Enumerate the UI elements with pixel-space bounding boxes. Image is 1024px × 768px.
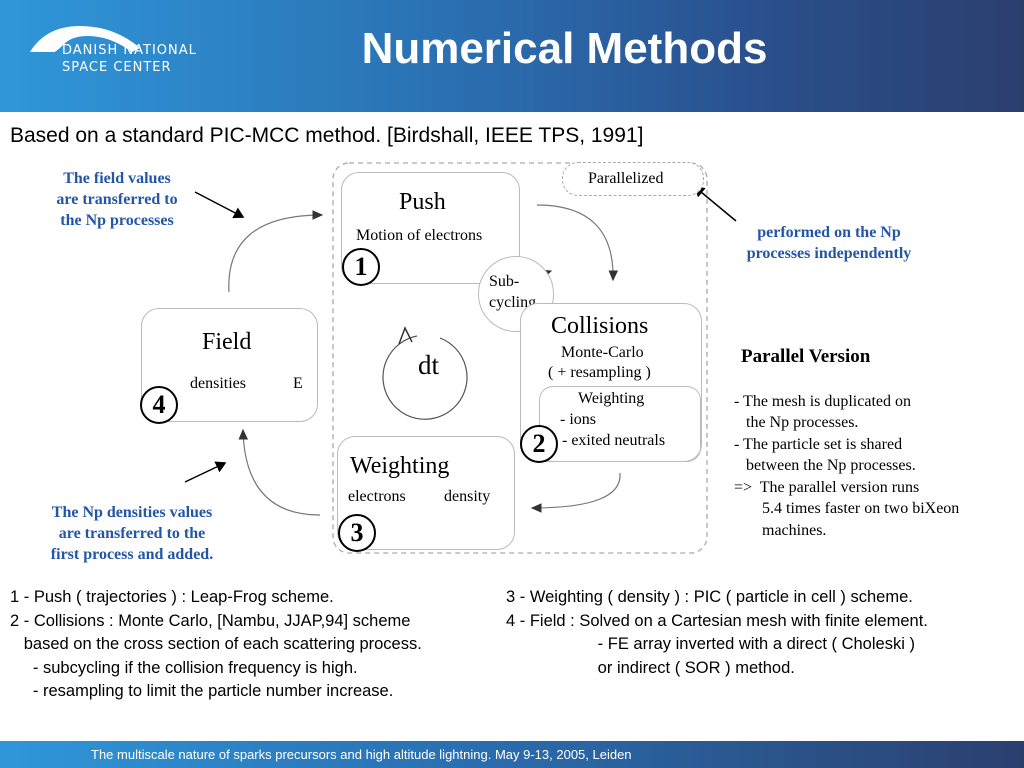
parallel-heading: Parallel Version [741, 346, 871, 367]
arrow-note-top-left [194, 191, 245, 219]
step-number-4: 4 [140, 386, 178, 424]
notes-right: 3 - Weighting ( density ) : PIC ( partic… [506, 588, 928, 677]
dt-label: dt [418, 350, 440, 380]
field-title: Field [202, 329, 252, 355]
parallel-region [332, 162, 708, 554]
dt-loop [382, 335, 468, 420]
step-number-1: 1 [342, 248, 380, 286]
parallel-version-panel: Parallel Version - The mesh is duplicate… [734, 345, 1019, 541]
note-top-right: performed on the Np processes independen… [746, 224, 912, 262]
arrow-push-to-collisions [536, 204, 619, 282]
note-top-left: The field values are transferred to the … [56, 170, 178, 229]
subtitle: Based on a standard PIC-MCC method. [Bir… [10, 124, 644, 147]
step-number-3: 3 [338, 514, 376, 552]
arrow-collisions-to-weighting [530, 472, 621, 513]
arrow-note-bottom-left [184, 461, 227, 483]
logo-text: DANISH NATIONAL SPACE CENTER [62, 43, 197, 75]
push-title: Push [399, 189, 446, 215]
step-number-2: 2 [520, 425, 558, 463]
weighting-inner-box: Weighting - ions - exited neutrals [539, 386, 701, 462]
parallelized-tag: Parallelized [562, 162, 704, 196]
header-bar: DANISH NATIONAL SPACE CENTER Numerical M… [0, 0, 1024, 112]
weighting-title: Weighting [350, 453, 450, 479]
note-bottom-left: The Np densities values are transferred … [50, 504, 214, 563]
subcycling-circle: Sub- cycling [478, 256, 554, 332]
notes-left: 1 - Push ( trajectories ) : Leap-Frog sc… [10, 588, 422, 700]
push-desc: Motion of electrons [356, 227, 483, 244]
footer-bar: The multiscale nature of sparks precurso… [0, 741, 1024, 768]
dnsc-logo-icon [30, 26, 140, 52]
arrow-weighting-to-field [238, 428, 321, 516]
footer-text: The multiscale nature of sparks precurso… [91, 747, 632, 762]
arrow-note-top-right [693, 186, 737, 222]
collisions-title: Collisions [551, 313, 649, 339]
page-title: Numerical Methods [361, 24, 768, 73]
arrow-field-to-push [228, 210, 324, 293]
